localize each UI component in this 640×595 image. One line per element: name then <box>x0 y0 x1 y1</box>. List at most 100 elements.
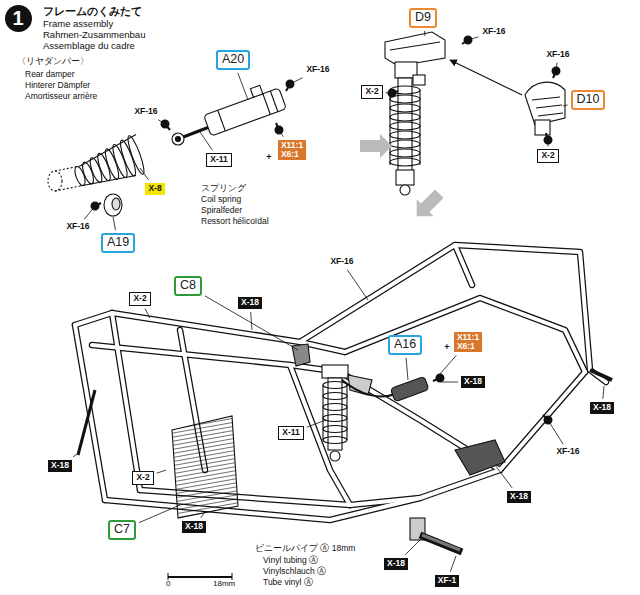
part-name: Vinyl tubing Ⓐ <box>262 556 319 565</box>
damper-assembled <box>398 78 412 178</box>
part-callout: A16 <box>388 335 422 355</box>
callout-text: X-2 <box>136 473 149 482</box>
paint-label: XF-16 <box>133 107 158 116</box>
scale-bar <box>168 573 169 580</box>
callout-text: XF-1 <box>438 576 456 585</box>
callout-text: X11:1 X6:1 <box>281 141 303 160</box>
paint-callout: X-8 <box>145 183 164 195</box>
damper-body <box>270 91 278 112</box>
paint-label: XF-16 <box>481 27 506 36</box>
leader-line <box>205 296 298 350</box>
screw <box>165 124 170 130</box>
coil-spring <box>390 131 420 139</box>
leader-line <box>440 355 456 374</box>
shift-lever <box>78 390 95 455</box>
paint-callout: X-18 <box>182 521 206 533</box>
damper-body <box>250 85 262 97</box>
paint-callout: X-18 <box>48 460 72 472</box>
leader-line <box>279 130 283 137</box>
leader-line <box>307 420 326 427</box>
callout-text: X-18 <box>464 377 482 386</box>
rear-damper-exploded <box>55 186 80 191</box>
paint-callout: X-18 <box>507 491 531 503</box>
leader-line <box>201 512 205 518</box>
part-name: スプリング <box>200 184 247 193</box>
callout-text: C8 <box>180 279 196 293</box>
scale-bar <box>168 573 232 580</box>
leader-line <box>386 92 392 93</box>
leader-line <box>424 31 426 36</box>
scale-bar <box>168 576 232 578</box>
leader-line <box>347 270 368 300</box>
scale-value: 0 <box>165 580 171 589</box>
part-callout: D9 <box>409 8 437 28</box>
section-label: Rear damper <box>24 70 76 79</box>
leader-line <box>406 358 408 380</box>
screw <box>433 378 440 381</box>
rear-damper <box>346 385 347 440</box>
coil-spring <box>390 149 420 157</box>
coil-spring <box>390 122 420 130</box>
bracket-part <box>525 82 565 125</box>
rear-damper <box>322 365 372 461</box>
step-arrow <box>360 134 448 225</box>
rear-damper <box>323 393 347 400</box>
screw <box>392 91 398 93</box>
step-number: 1 <box>5 5 32 32</box>
paint-label: XF-16 <box>329 257 354 266</box>
callout-text: C7 <box>114 523 130 537</box>
leader-line <box>495 465 512 488</box>
callout-text: D9 <box>415 11 431 25</box>
screw <box>92 37 560 424</box>
leader-line <box>140 168 148 180</box>
rear-damper <box>322 365 348 378</box>
coil-spring <box>103 148 121 181</box>
rear-damper-exploded <box>48 171 62 191</box>
part-name: Tube vinyl Ⓐ <box>262 578 314 587</box>
spring-seat <box>104 194 122 216</box>
paint-mix-callout: X11:1 X6:1 <box>454 332 482 353</box>
frame-tube-fill <box>75 245 606 520</box>
rear-damper <box>323 382 347 389</box>
leader-line <box>450 556 456 572</box>
coil-spring <box>110 143 129 179</box>
leader-line <box>238 73 248 100</box>
bracket-part <box>292 344 310 366</box>
paint-callout: X-18 <box>384 558 408 570</box>
plus-sign: + <box>443 343 450 353</box>
paint-callout: X-2 <box>537 149 558 162</box>
damper-assembled <box>385 32 565 195</box>
coil-spring <box>390 104 420 112</box>
callout-text: X-8 <box>148 184 161 193</box>
callout-text: X-18 <box>241 298 259 307</box>
heading-subtitle: Rahmen-Zusammenbau <box>42 30 146 40</box>
leader-line <box>139 505 180 523</box>
heading-subtitle: Assemblage du cadre <box>42 41 136 51</box>
frame-parts <box>78 344 612 552</box>
rear-peg <box>590 370 612 380</box>
leader-line <box>157 470 166 473</box>
paint-label: XF-16 <box>555 447 580 456</box>
coil-spring <box>118 139 139 177</box>
coil-spring <box>390 140 420 148</box>
coil-spring <box>390 86 420 166</box>
damper-body <box>204 88 287 136</box>
callout-text: X-18 <box>510 492 528 501</box>
paint-callout: X-18 <box>461 376 485 388</box>
callout-text: X-11 <box>282 428 300 437</box>
screw <box>286 84 290 91</box>
damper-body <box>263 94 271 115</box>
rear-damper <box>323 415 347 422</box>
part-name: Vinylschlauch Ⓐ <box>262 567 327 576</box>
callout-text: X-11 <box>210 155 228 164</box>
rear-damper <box>323 404 347 411</box>
scale-value: 18mm <box>212 580 236 589</box>
coil-spring <box>390 113 420 121</box>
bracket-part <box>525 82 565 135</box>
section-label: Amortisseur arrière <box>24 92 98 101</box>
part-name: Ressort hélicoïdal <box>200 217 270 226</box>
